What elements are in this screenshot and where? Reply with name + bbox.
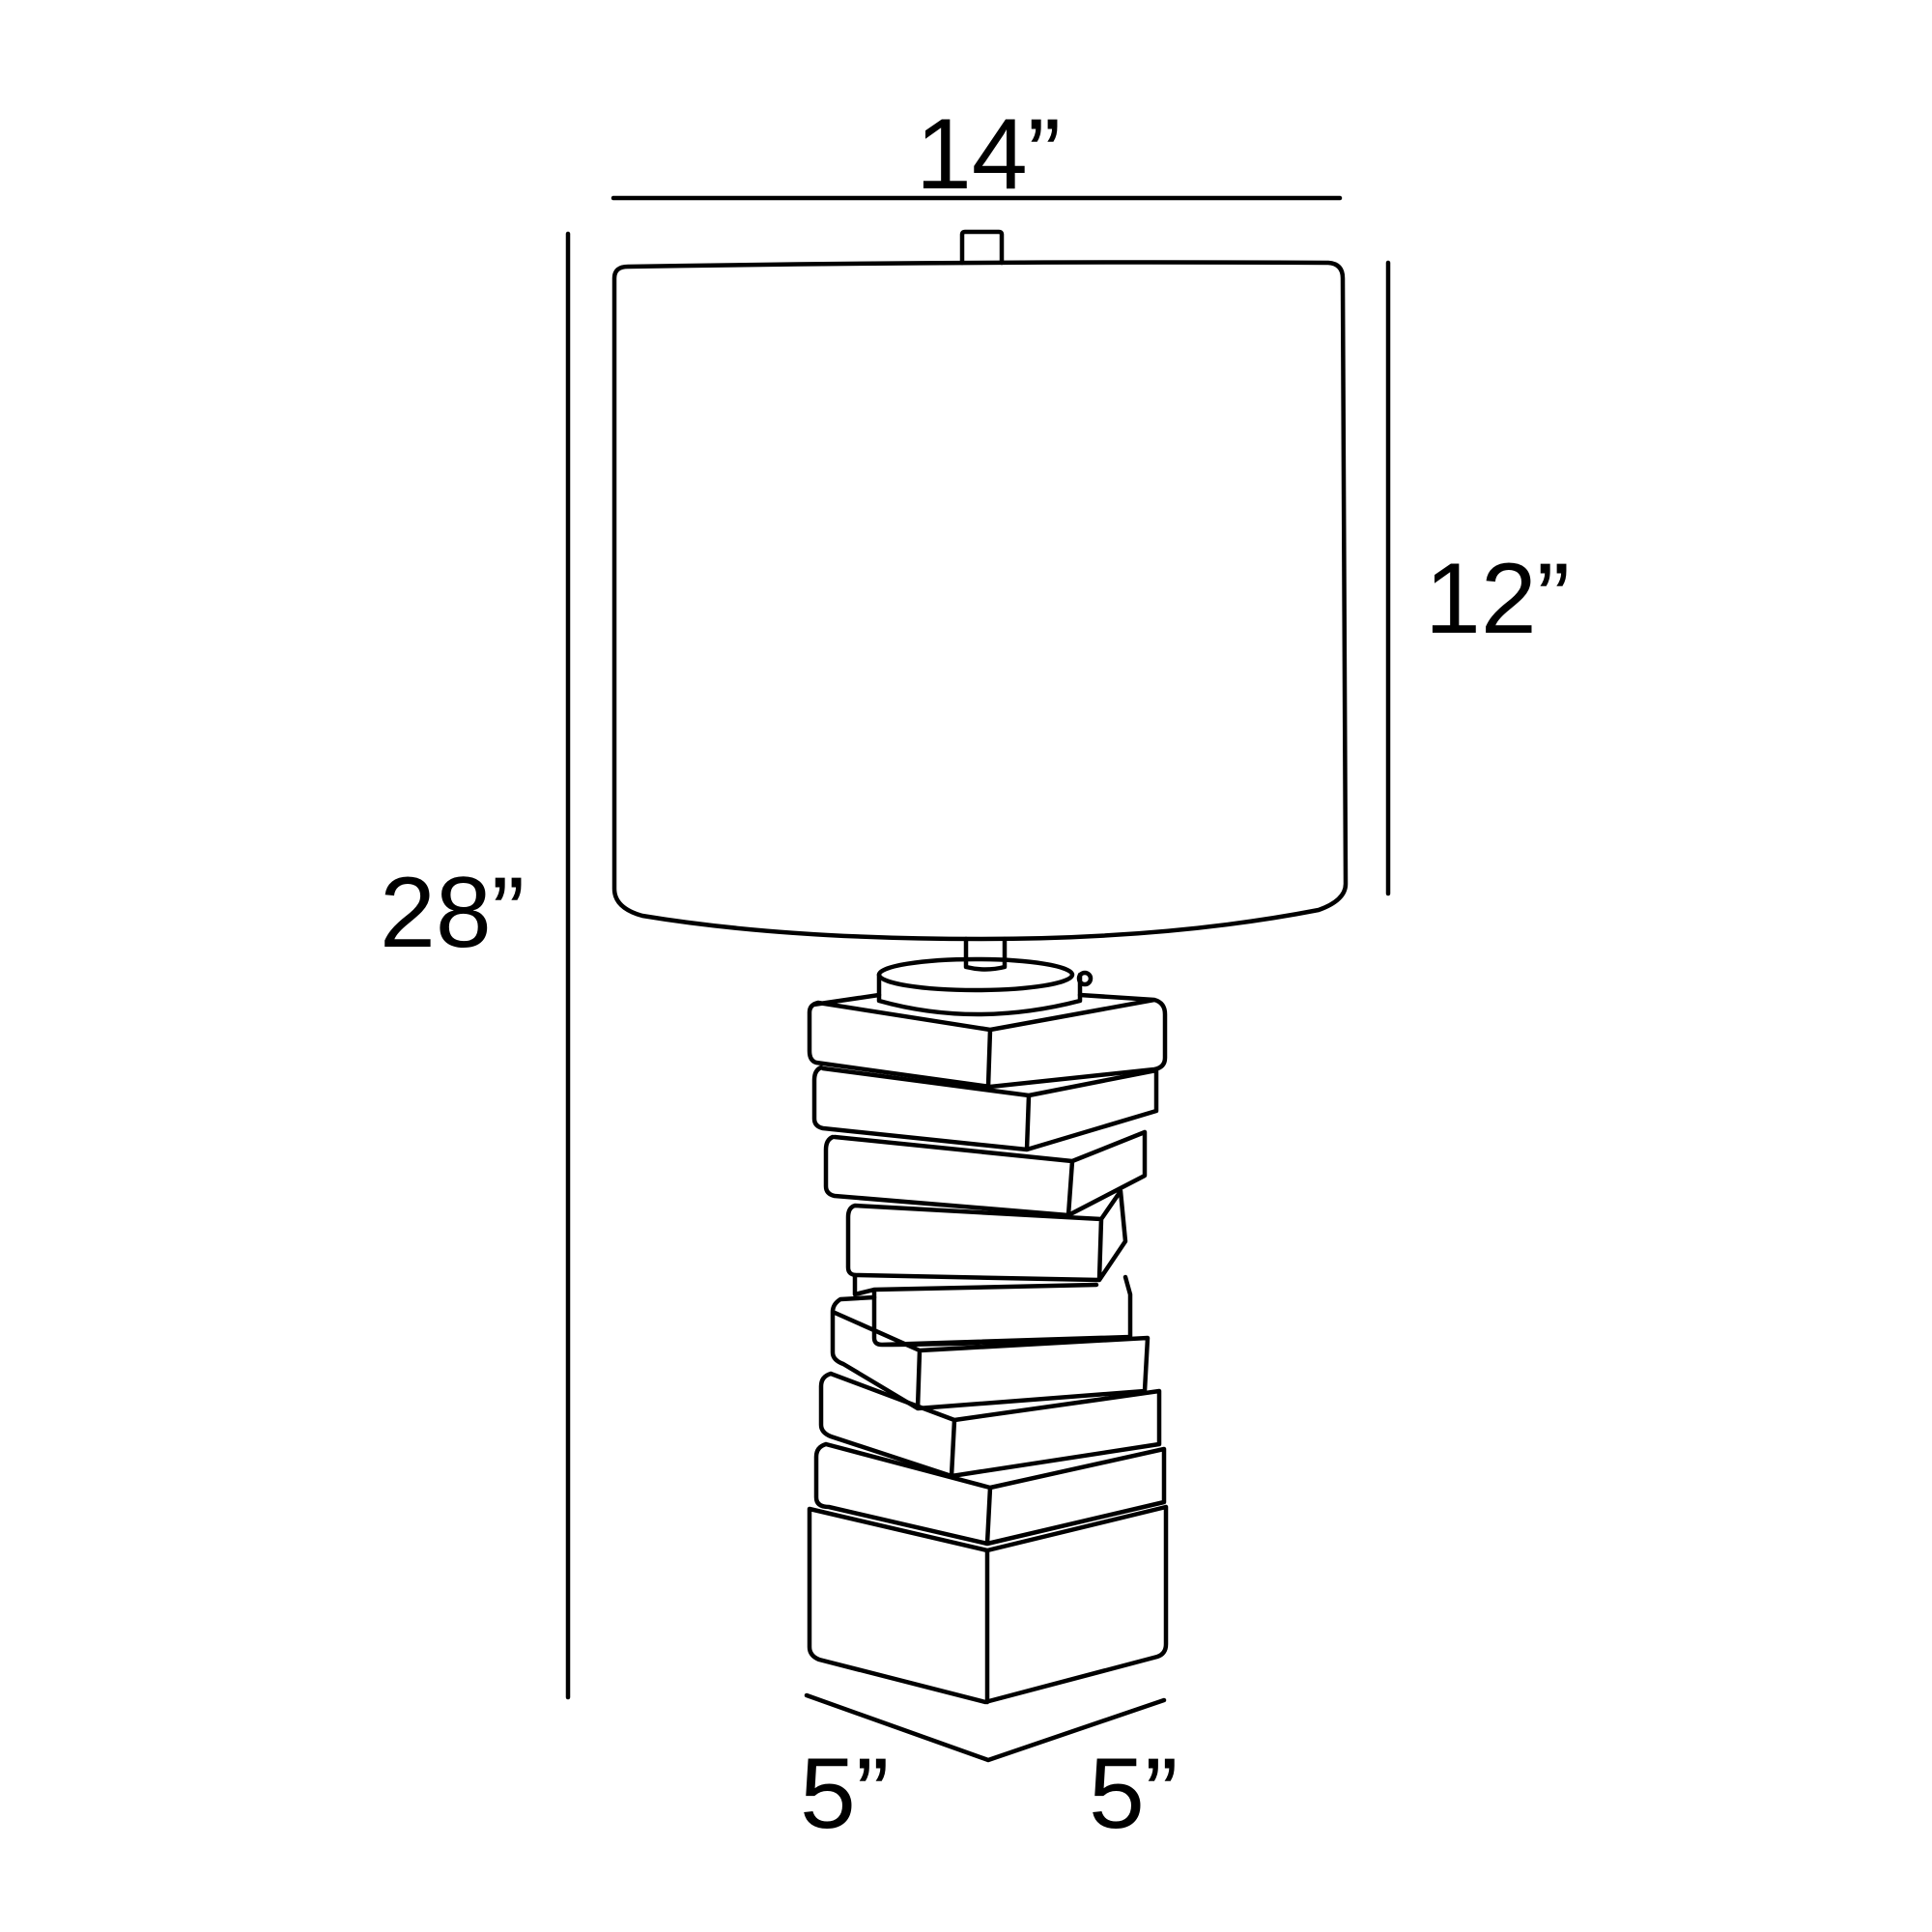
shade-height-label: 12” <box>1425 543 1571 655</box>
block-4 <box>845 1188 1128 1283</box>
block-5 <box>852 1272 1133 1348</box>
drum-shade <box>611 260 1349 942</box>
block-7 <box>818 1371 1162 1479</box>
shade-width-label: 14” <box>916 99 1062 211</box>
block-6 <box>830 1294 1151 1411</box>
base-depth-label: 5” <box>800 1738 890 1850</box>
base-cap-top <box>876 956 1075 993</box>
switch-knob <box>1076 970 1094 987</box>
base-cap-side <box>876 972 1083 1017</box>
block-1 <box>807 992 1168 1090</box>
block-8 <box>813 1441 1167 1547</box>
lamp-neck <box>963 936 1008 972</box>
block-9-base <box>807 1504 1169 1705</box>
block-3 <box>823 1129 1148 1218</box>
block-2 <box>811 1065 1159 1152</box>
base-footprint-dimension-line <box>804 1692 1167 1763</box>
finial <box>959 229 1005 266</box>
overall-height-label: 28” <box>380 857 526 969</box>
stacked-blocks <box>807 992 1169 1705</box>
base-width-label: 5” <box>1089 1738 1179 1850</box>
